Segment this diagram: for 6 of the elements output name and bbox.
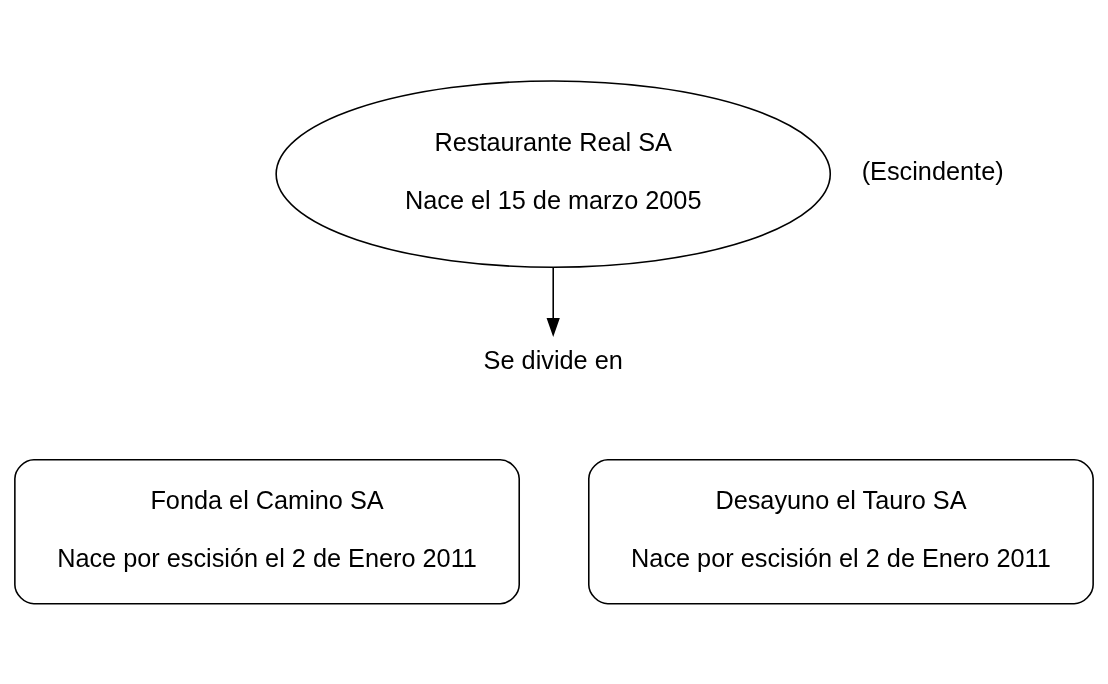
node-text: Se divide en — [483, 345, 623, 374]
node-box: Desayuno el Tauro SA Nace por escisión el 2 de Enero 2011 — [588, 458, 1094, 604]
node-box: Fonda el Camino SA Nace por escisión el 2 de Enero 2011 — [14, 458, 520, 604]
arrow — [546, 265, 560, 337]
node-ellipse: Restaurante Real SA Nace el 15 de marzo 2005 — [275, 79, 832, 268]
node-label: (Escindente) — [861, 156, 1004, 185]
